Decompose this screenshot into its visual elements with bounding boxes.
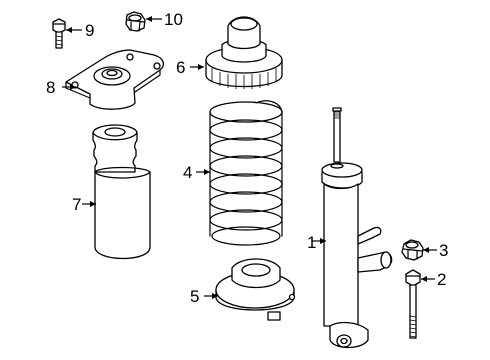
- callout-1: 1: [307, 233, 326, 252]
- callout-2: 2: [421, 270, 446, 289]
- callout-9: 9: [66, 21, 94, 40]
- callout-10: 10: [146, 10, 183, 29]
- callout-label-7: 7: [72, 195, 81, 214]
- callout-label-9: 9: [85, 21, 94, 40]
- part-6-upper-spring-seat: [205, 16, 283, 89]
- part-7-bump-stop-boot: [92, 124, 151, 260]
- part-8-upper-mount: [65, 49, 165, 110]
- callout-3: 3: [423, 241, 448, 260]
- callout-5: 5: [190, 287, 218, 306]
- part-2-long-bolt: [405, 269, 421, 339]
- part-4-coil-spring: [209, 100, 283, 246]
- part-10-nut: [125, 11, 146, 32]
- part-5-lower-spring-seat: [215, 258, 296, 321]
- callout-label-4: 4: [183, 163, 192, 182]
- callout-8: 8: [46, 78, 76, 97]
- callout-label-3: 3: [439, 241, 448, 260]
- callout-label-6: 6: [176, 58, 185, 77]
- part-3-nut: [401, 239, 424, 261]
- callout-label-2: 2: [437, 270, 446, 289]
- callout-4: 4: [183, 163, 210, 182]
- part-1-shock-absorber: [321, 107, 393, 349]
- callout-7: 7: [72, 195, 96, 214]
- callout-label-5: 5: [190, 287, 199, 306]
- callout-label-10: 10: [164, 10, 183, 29]
- callout-label-1: 1: [307, 233, 316, 252]
- part-9-bolt: [52, 18, 66, 49]
- callout-label-8: 8: [46, 78, 55, 97]
- callout-6: 6: [176, 58, 204, 77]
